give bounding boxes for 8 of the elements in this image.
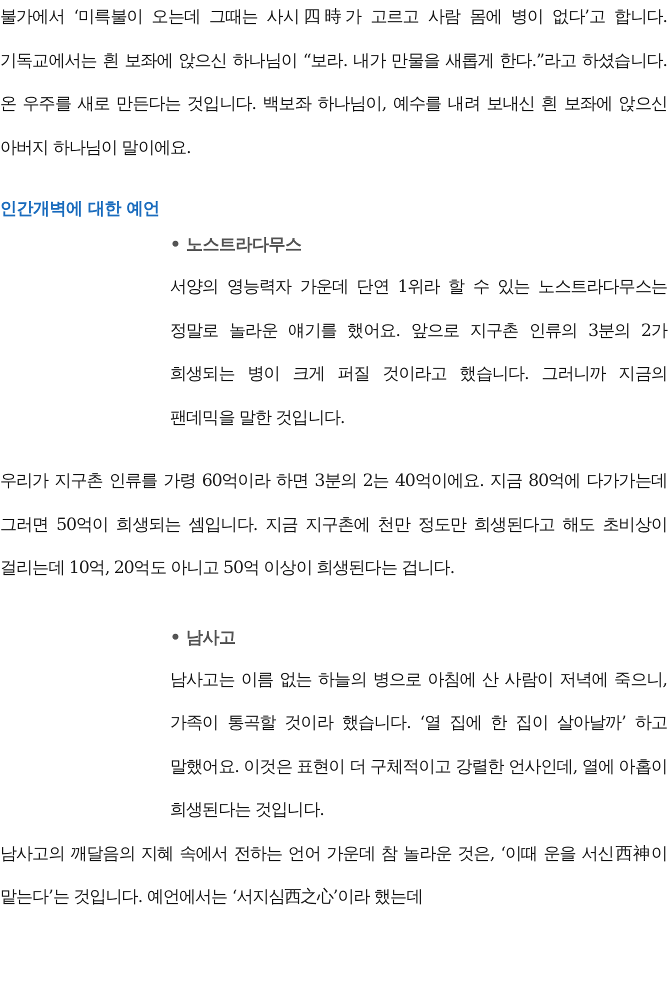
section-heading: 인간개벽에 대한 예언 xyxy=(0,198,160,221)
paragraph: 서양의 영능력자 가운데 단연 1위라 할 수 있는 노스트라다무스는 정말로 놀라운 얘기를 했어요. 앞으로 지구촌 인류의 3분의 2가 희생되는 병이 크게 퍼질 것이라고 했습니다. 그러니까 지금의 팬데믹을 말한 것입니다. xyxy=(170,276,667,430)
paragraph: 우리가 지구촌 인류를 가령 60억이라 하면 3분의 2는 40억이에요. 지금 80억에 다가가는데 그러면 50억이 희생되는 셈입니다. 지금 지구촌에 천만 정도만 희생된다고 해도 초비상이 걸리는데 10억, 20억도 아니고 50억 이상이 희생된다는 겁니다. xyxy=(0,470,667,580)
paragraph: 불가에서 ‘미륵불이 오는데 그때는 사시四時가 고르고 사람 몸에 병이 없다’고 합니다. 기독교에서는 흰 보좌에 앉으신 하나님이 “보라. 내가 만물을 새롭게 한다.”라고 하셨습니다. 온 우주를 새로 만든다는 것입니다. 백보좌 하나님이, 예수를 내려 보내신 흰 보좌에 앉으신 아버지 하나님이 말이에요. xyxy=(0,6,667,160)
bullet-heading: • 노스트라다무스 xyxy=(170,234,302,257)
paragraph: 남사고의 깨달음의 지혜 속에서 전하는 언어 가운데 참 놀라운 것은, ‘이때 운을 서신西神이 맡는다’는 것입니다. 예언에서는 ‘서지심西之心’이라 했는데 xyxy=(0,842,667,909)
bullet-heading: • 남사고 xyxy=(170,626,236,650)
paragraph: 남사고는 이름 없는 하늘의 병으로 아침에 산 사람이 저녁에 죽으니, 가족이 통곡할 것이라 했습니다. ‘열 집에 한 집이 살아날까’ 하고 말했어요. 이것은 표현이 더 구체적이고 강렬한 언사인데, 열에 아홉이 희생된다는 것입니다. xyxy=(170,668,667,822)
